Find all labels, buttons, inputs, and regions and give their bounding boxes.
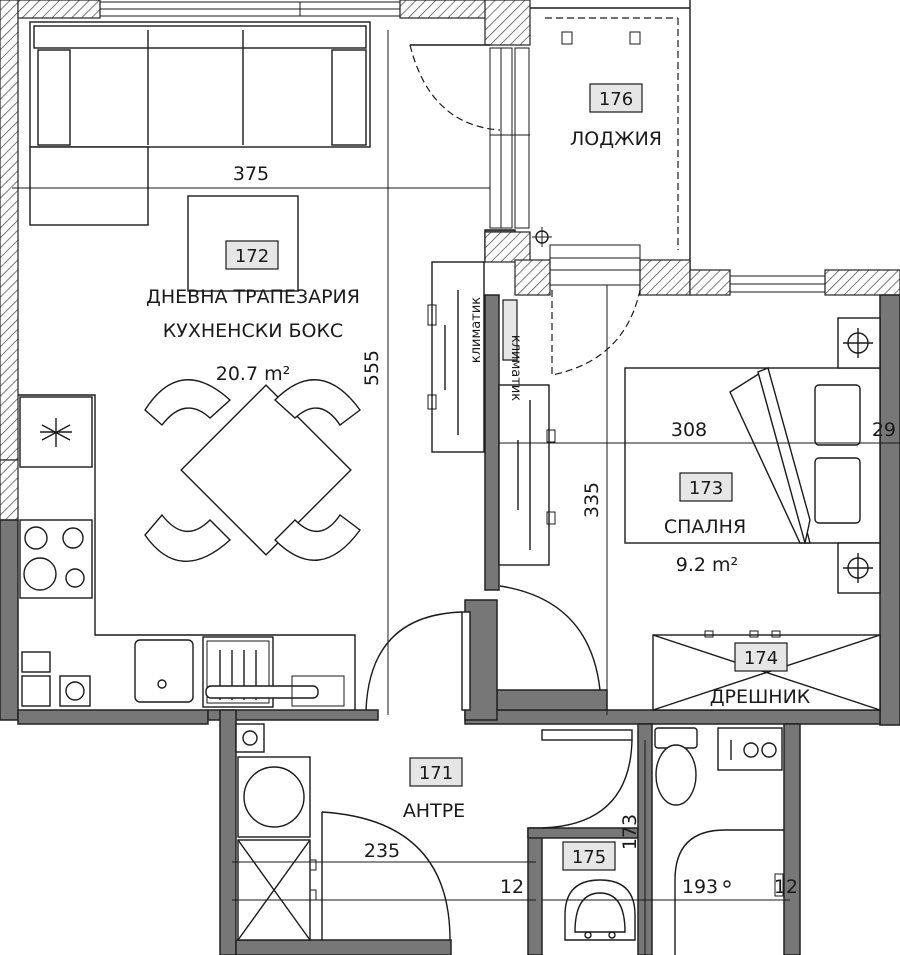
room-173-area: 9.2 m² bbox=[676, 554, 738, 576]
hatch-loggia-bottom bbox=[484, 231, 531, 263]
room-173-number: 173 bbox=[689, 478, 723, 499]
boiler-symbol bbox=[235, 723, 265, 753]
kitchen-counter bbox=[18, 394, 356, 710]
sink bbox=[134, 639, 194, 703]
room-172-number: 172 bbox=[235, 246, 269, 267]
wardrobe-living bbox=[427, 261, 518, 453]
wall-bedroom-bottom bbox=[464, 709, 881, 725]
room-labels: 172 ДНЕВНА ТРАПЕЗАРИЯ КУХНЕНСКИ БОКС 20.… bbox=[146, 89, 811, 868]
dim-living-height: 555 bbox=[361, 350, 383, 386]
room-number-box-172 bbox=[225, 240, 279, 270]
ac-unit bbox=[502, 299, 518, 361]
door-living-hall bbox=[365, 611, 471, 711]
dim-bath-width: 193 bbox=[682, 876, 718, 898]
dim-bedroom-height: 335 bbox=[581, 482, 603, 518]
room-number-box-176 bbox=[589, 83, 643, 113]
door-hall-entrance bbox=[321, 811, 451, 941]
wall-bedroom-door-stub bbox=[496, 689, 608, 711]
exterior-wall-top-left bbox=[17, 0, 101, 19]
room-number-box-173 bbox=[679, 472, 733, 502]
washbasin bbox=[564, 879, 636, 941]
dim-living-width: 375 bbox=[233, 163, 269, 185]
room-175-number: 175 bbox=[572, 847, 606, 868]
wall-bathroom-left bbox=[527, 827, 543, 955]
wardrobe-bedroom-left bbox=[498, 384, 556, 566]
window-loggia bbox=[409, 44, 530, 229]
ac-label-bedroom: климатик bbox=[508, 335, 523, 401]
dim-bath-height: 173 bbox=[619, 814, 641, 850]
wall-bedroom-right bbox=[879, 294, 900, 726]
water-heater-symbols bbox=[717, 727, 783, 771]
bed bbox=[624, 317, 881, 594]
exterior-wall-left-upper bbox=[0, 0, 19, 461]
washer-stack bbox=[237, 756, 317, 941]
door-bedroom bbox=[499, 585, 601, 691]
wall-partition-bedroom bbox=[484, 294, 500, 591]
wall-left-lower bbox=[0, 519, 19, 721]
dim-bedroom-right: 29 bbox=[872, 419, 896, 441]
room-171-name: АНТРЕ bbox=[403, 800, 465, 822]
window-top-living bbox=[99, 1, 401, 17]
dimension-labels: 375 555 308 335 29 235 12 173 193 12 bbox=[233, 163, 896, 898]
room-number-box-174 bbox=[734, 642, 788, 672]
equipment-labels: климатик климатик bbox=[469, 297, 523, 402]
room-172-name: ДНЕВНА ТРАПЕЗАРИЯ bbox=[146, 286, 360, 308]
window-bedroom-right bbox=[729, 275, 826, 293]
dim-hall-width: 235 bbox=[364, 840, 400, 862]
wall-bedroom-top-right-a bbox=[689, 269, 731, 296]
sofa bbox=[29, 21, 371, 226]
wall-bedroom-top-mid bbox=[639, 259, 691, 296]
room-176-number: 176 bbox=[599, 89, 633, 110]
shower bbox=[674, 829, 784, 955]
room-172-area: 20.7 m² bbox=[216, 363, 290, 385]
dining-table-set bbox=[144, 379, 361, 562]
loggia-walls bbox=[530, 0, 691, 275]
dim-bath-wall: 12 bbox=[774, 876, 798, 898]
room-174-name: ДРЕШНИК bbox=[710, 686, 811, 708]
wall-hall-bottom bbox=[235, 939, 452, 955]
dim-hall-wall: 12 bbox=[500, 876, 524, 898]
room-174-number: 174 bbox=[744, 648, 778, 669]
wall-bedroom-top-left bbox=[514, 259, 551, 296]
room-number-box-171 bbox=[409, 757, 463, 787]
wall-bedroom-top-right-b bbox=[824, 269, 900, 296]
dim-bedroom-width: 308 bbox=[671, 419, 707, 441]
room-176-name: ЛОДЖИЯ bbox=[570, 128, 662, 150]
wall-loggia-corner-top bbox=[484, 0, 531, 46]
room-number-boxes bbox=[225, 83, 788, 871]
dimension-lines bbox=[12, 30, 900, 955]
wall-kitchen-bottom bbox=[17, 709, 209, 725]
door-bathroom bbox=[541, 729, 633, 829]
room-number-box-175 bbox=[562, 841, 616, 871]
window-bedroom-left bbox=[549, 244, 641, 376]
wall-hall-left bbox=[219, 709, 237, 955]
wall-bathroom-right bbox=[783, 723, 801, 955]
room-173-name: СПАЛНЯ bbox=[664, 516, 746, 538]
room-171-number: 171 bbox=[419, 763, 453, 784]
room-172-subname: КУХНЕНСКИ БОКС bbox=[163, 320, 343, 342]
wall-hall-top-left bbox=[207, 709, 379, 721]
ac-label-living: климатик bbox=[469, 297, 484, 363]
exterior-wall-left-mid bbox=[0, 459, 19, 521]
toilet bbox=[654, 727, 698, 806]
exterior-wall-top-mid bbox=[399, 0, 491, 19]
